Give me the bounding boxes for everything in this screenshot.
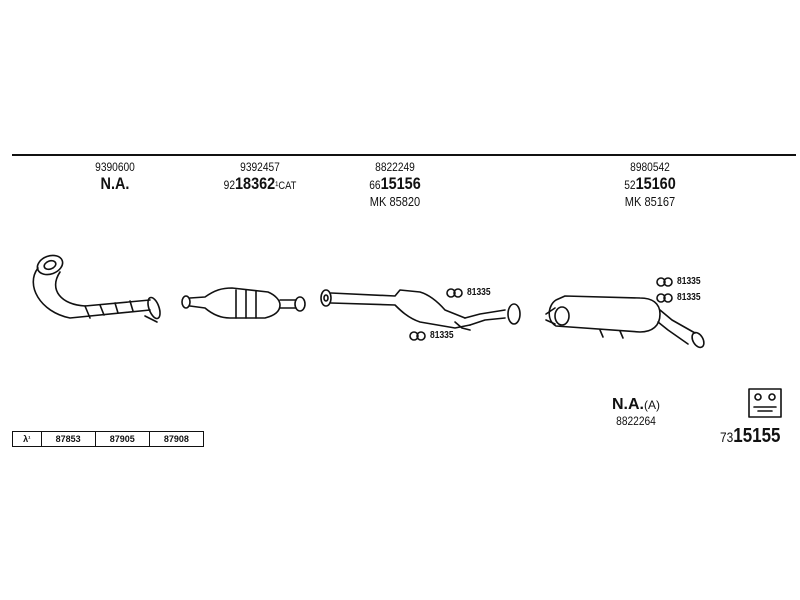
- ref-number: 8980542: [630, 160, 670, 174]
- part-number: N.A.: [100, 174, 130, 193]
- clamp-label: 81335: [677, 292, 701, 303]
- rear-muffler-drawing: [545, 295, 705, 349]
- part-column-catalyst: 9392457 9218362¹CAT: [200, 160, 320, 194]
- part-number: 5215160: [624, 174, 676, 193]
- clamp-icon-4: [656, 293, 673, 303]
- part-number: N.A.: [612, 396, 644, 413]
- ref-number: 8822264: [616, 414, 656, 428]
- mounting-kit-number: MK 85167: [624, 194, 676, 209]
- part-number: 6615156: [369, 174, 421, 193]
- header-rule: [12, 154, 796, 156]
- part-suffix: (A): [644, 398, 660, 412]
- part-number: 9218362¹CAT: [223, 174, 297, 193]
- ref-number: 9390600: [95, 160, 135, 174]
- front-pipe-drawing: [32, 254, 161, 323]
- center-pipe-drawing: [320, 289, 521, 331]
- part-column-center-pipe: 8822249 6615156 MK 85820: [340, 160, 450, 209]
- lambda-cell: 87908: [163, 434, 189, 444]
- lambda-cell: 87905: [96, 432, 150, 446]
- clamp-icon-2: [409, 331, 426, 341]
- clamp-label: 81335: [467, 287, 491, 298]
- catalytic-converter-drawing: [181, 287, 306, 319]
- mounting-kit-icon: [748, 388, 782, 418]
- clamp-icon-1: [446, 288, 463, 298]
- mounting-kit-number: MK 85820: [369, 194, 421, 209]
- clamp-label: 81335: [677, 276, 701, 287]
- bottom-part-note: N.A.(A) 8822264: [612, 396, 660, 428]
- clamp-label: 81335: [430, 330, 454, 341]
- assembly-code: 7315155: [720, 425, 781, 447]
- part-column-rear-muffler: 8980542 5215160 MK 85167: [595, 160, 705, 209]
- clamp-icon-3: [656, 277, 673, 287]
- lambda-cell: 87853: [42, 432, 96, 446]
- part-column-front-pipe: 9390600 N.A.: [70, 160, 160, 194]
- ref-number: 9392457: [240, 160, 280, 174]
- ref-number: 8822249: [375, 160, 415, 174]
